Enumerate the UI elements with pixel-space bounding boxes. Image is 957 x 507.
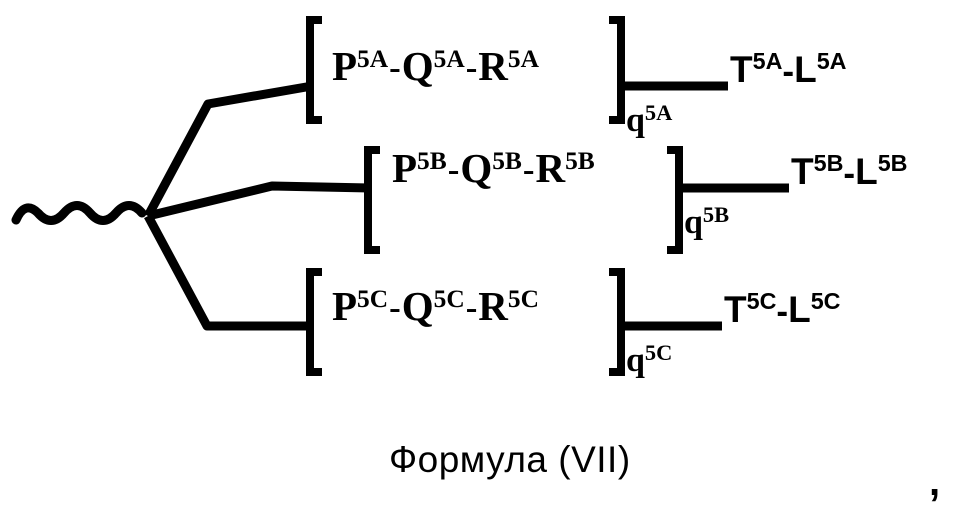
repeat-unit-c: P5C-Q5C-R5C xyxy=(332,286,539,327)
terminal-sep-a: - xyxy=(782,52,795,92)
unit-symbol-p-a: P xyxy=(332,43,358,89)
unit-sep-b-2: - xyxy=(522,150,535,190)
unit-symbol-r-a: R xyxy=(478,43,508,89)
unit-sup-r-b: 5B xyxy=(565,146,595,175)
unit-sup-p-a: 5A xyxy=(357,44,389,73)
terminal-group-c: T5C-L5C xyxy=(724,288,841,332)
repeat-subscript-c: q5C xyxy=(626,340,673,380)
repeat-unit-a: P5A-Q5A-R5A xyxy=(332,46,539,87)
repeat-subscript-b: q5B xyxy=(684,202,730,242)
bracket-close-b xyxy=(667,146,683,254)
terminal-sup-l-a: 5A xyxy=(816,48,847,74)
unit-sep-c-2: - xyxy=(465,288,478,328)
bracket-open-a xyxy=(306,16,322,124)
unit-sep-b-1: - xyxy=(447,150,460,190)
unit-sep-a-2: - xyxy=(465,48,478,88)
unit-symbol-q-b: Q xyxy=(460,145,493,191)
terminal-symbol-l-a: L xyxy=(794,48,817,90)
unit-sup-q-c: 5C xyxy=(433,284,465,313)
terminal-sep-c: - xyxy=(776,292,789,332)
bracket-open-c xyxy=(306,268,322,376)
unit-sup-r-a: 5A xyxy=(507,44,539,73)
repeat-unit-b: P5B-Q5B-R5B xyxy=(392,148,595,189)
unit-symbol-p-c: P xyxy=(332,283,358,329)
unit-symbol-q-c: Q xyxy=(401,283,434,329)
repeat-subscript-sup-c: 5C xyxy=(644,340,673,365)
terminal-symbol-t-c: T xyxy=(724,288,747,330)
branch-line-b xyxy=(146,181,371,221)
unit-symbol-p-b: P xyxy=(392,145,418,191)
formula-caption: Формула (VII) xyxy=(389,439,631,480)
unit-sep-a-1: - xyxy=(389,48,401,88)
bracket-close-a xyxy=(609,16,625,124)
unit-sup-p-b: 5B xyxy=(417,146,447,175)
repeat-subscript-symbol-b: q xyxy=(684,204,703,242)
unit-symbol-q-a: Q xyxy=(401,43,434,89)
terminal-symbol-l-b: L xyxy=(855,150,878,192)
bracket-open-b xyxy=(364,146,380,254)
terminal-symbol-t-a: T xyxy=(730,48,753,90)
unit-sup-p-c: 5C xyxy=(357,284,389,313)
trailing-comma: , xyxy=(929,460,941,504)
bracket-close-c xyxy=(609,268,625,376)
wavy-bond-icon xyxy=(11,201,147,225)
branch-line-c xyxy=(144,213,312,331)
terminal-sup-t-c: 5C xyxy=(746,288,777,314)
terminal-sep-b: - xyxy=(843,154,856,194)
unit-symbol-r-b: R xyxy=(535,145,566,191)
repeat-subscript-sup-a: 5A xyxy=(644,100,673,125)
repeat-subscript-a: q5A xyxy=(626,100,673,140)
terminal-group-b: T5B-L5B xyxy=(791,150,908,194)
terminal-sup-l-b: 5B xyxy=(877,150,908,176)
repeat-subscript-symbol-c: q xyxy=(626,342,645,380)
terminal-sup-t-b: 5B xyxy=(813,150,844,176)
unit-sup-q-a: 5A xyxy=(433,44,465,73)
terminal-group-a: T5A-L5A xyxy=(730,48,847,92)
unit-sup-r-c: 5C xyxy=(507,284,539,313)
repeat-subscript-sup-b: 5B xyxy=(702,202,730,227)
terminal-symbol-t-b: T xyxy=(791,150,814,192)
repeat-subscript-symbol-a: q xyxy=(626,102,645,140)
unit-sup-q-b: 5B xyxy=(492,146,522,175)
unit-sep-c-1: - xyxy=(389,288,401,328)
branch-line-a xyxy=(144,81,313,219)
terminal-sup-t-a: 5A xyxy=(752,48,783,74)
terminal-symbol-l-c: L xyxy=(788,288,811,330)
unit-symbol-r-c: R xyxy=(478,283,508,329)
terminal-sup-l-c: 5C xyxy=(810,288,841,314)
